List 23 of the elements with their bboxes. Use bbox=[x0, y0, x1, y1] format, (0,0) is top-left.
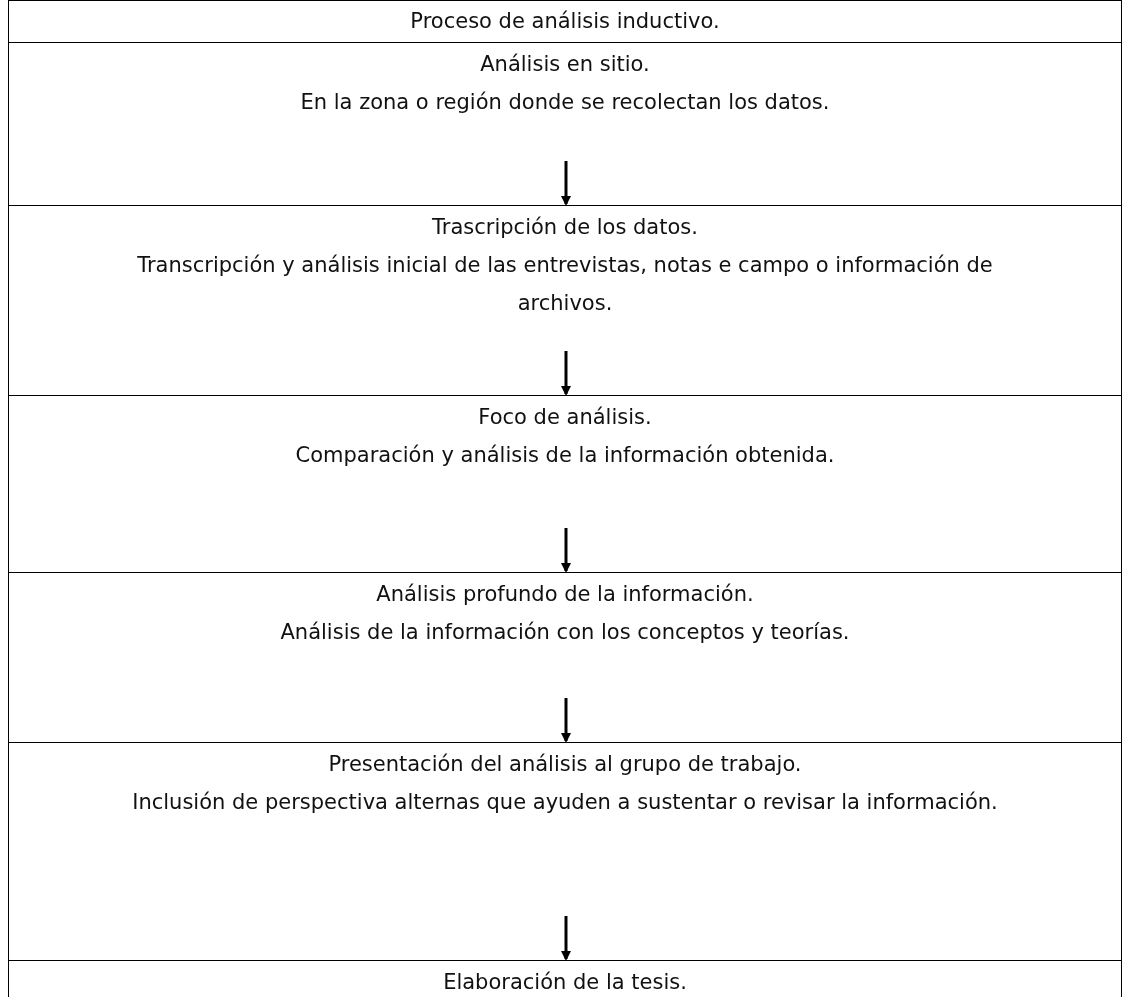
step-row bbox=[8, 42, 1122, 205]
down-arrow bbox=[561, 916, 571, 961]
step-row bbox=[8, 205, 1122, 395]
step-description: Análisis de la información con los conceptos y teorías. bbox=[280, 619, 850, 646]
step-description: Comparación y análisis de la información obtenida. bbox=[295, 442, 835, 469]
down-arrow bbox=[561, 351, 571, 396]
down-arrow bbox=[561, 161, 571, 206]
step-row bbox=[8, 395, 1122, 572]
step-description: Inclusión de perspectiva alternas que ayuden a sustentar o revisar la información. bbox=[132, 789, 998, 816]
step-description: En la zona o región donde se recolectan los datos. bbox=[300, 89, 830, 116]
step-heading: Foco de análisis. bbox=[478, 404, 652, 431]
down-arrow bbox=[561, 528, 571, 573]
table-title: Proceso de análisis inductivo. bbox=[410, 8, 720, 35]
step-row bbox=[8, 572, 1122, 742]
step-row bbox=[8, 742, 1122, 960]
step-heading: Análisis en sitio. bbox=[480, 51, 650, 78]
step-description: Transcripción y análisis inicial de las entrevistas, notas e campo o información de archivos. bbox=[136, 252, 994, 317]
step-heading: Análisis profundo de la información. bbox=[376, 581, 754, 608]
down-arrow bbox=[561, 698, 571, 743]
step-heading: Presentación del análisis al grupo de trabajo. bbox=[328, 751, 802, 778]
step-heading: Elaboración de la tesis. bbox=[443, 969, 687, 996]
step-row bbox=[8, 960, 1122, 997]
step-heading: Trascripción de los datos. bbox=[432, 214, 698, 241]
